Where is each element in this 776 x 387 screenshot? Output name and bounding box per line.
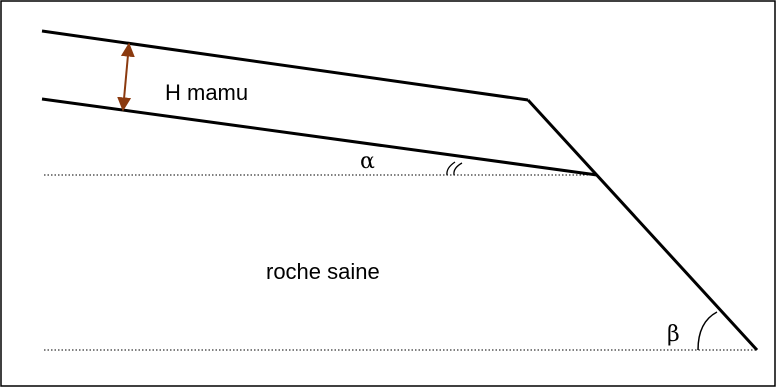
thickness-label: H mamu [165, 80, 248, 105]
alpha-angle-arc-outer [446, 161, 456, 176]
beta-angle-arc [697, 311, 718, 351]
rock-interface-line [41, 97, 598, 177]
alpha-angle-arc-inner [453, 162, 463, 176]
beta-label: β [667, 322, 680, 347]
thickness-arrow [117, 42, 135, 112]
rock-label: roche saine [266, 259, 380, 284]
slope-face-line [526, 98, 759, 352]
ground-surface-line [41, 29, 529, 102]
alpha-label: α [360, 149, 375, 174]
